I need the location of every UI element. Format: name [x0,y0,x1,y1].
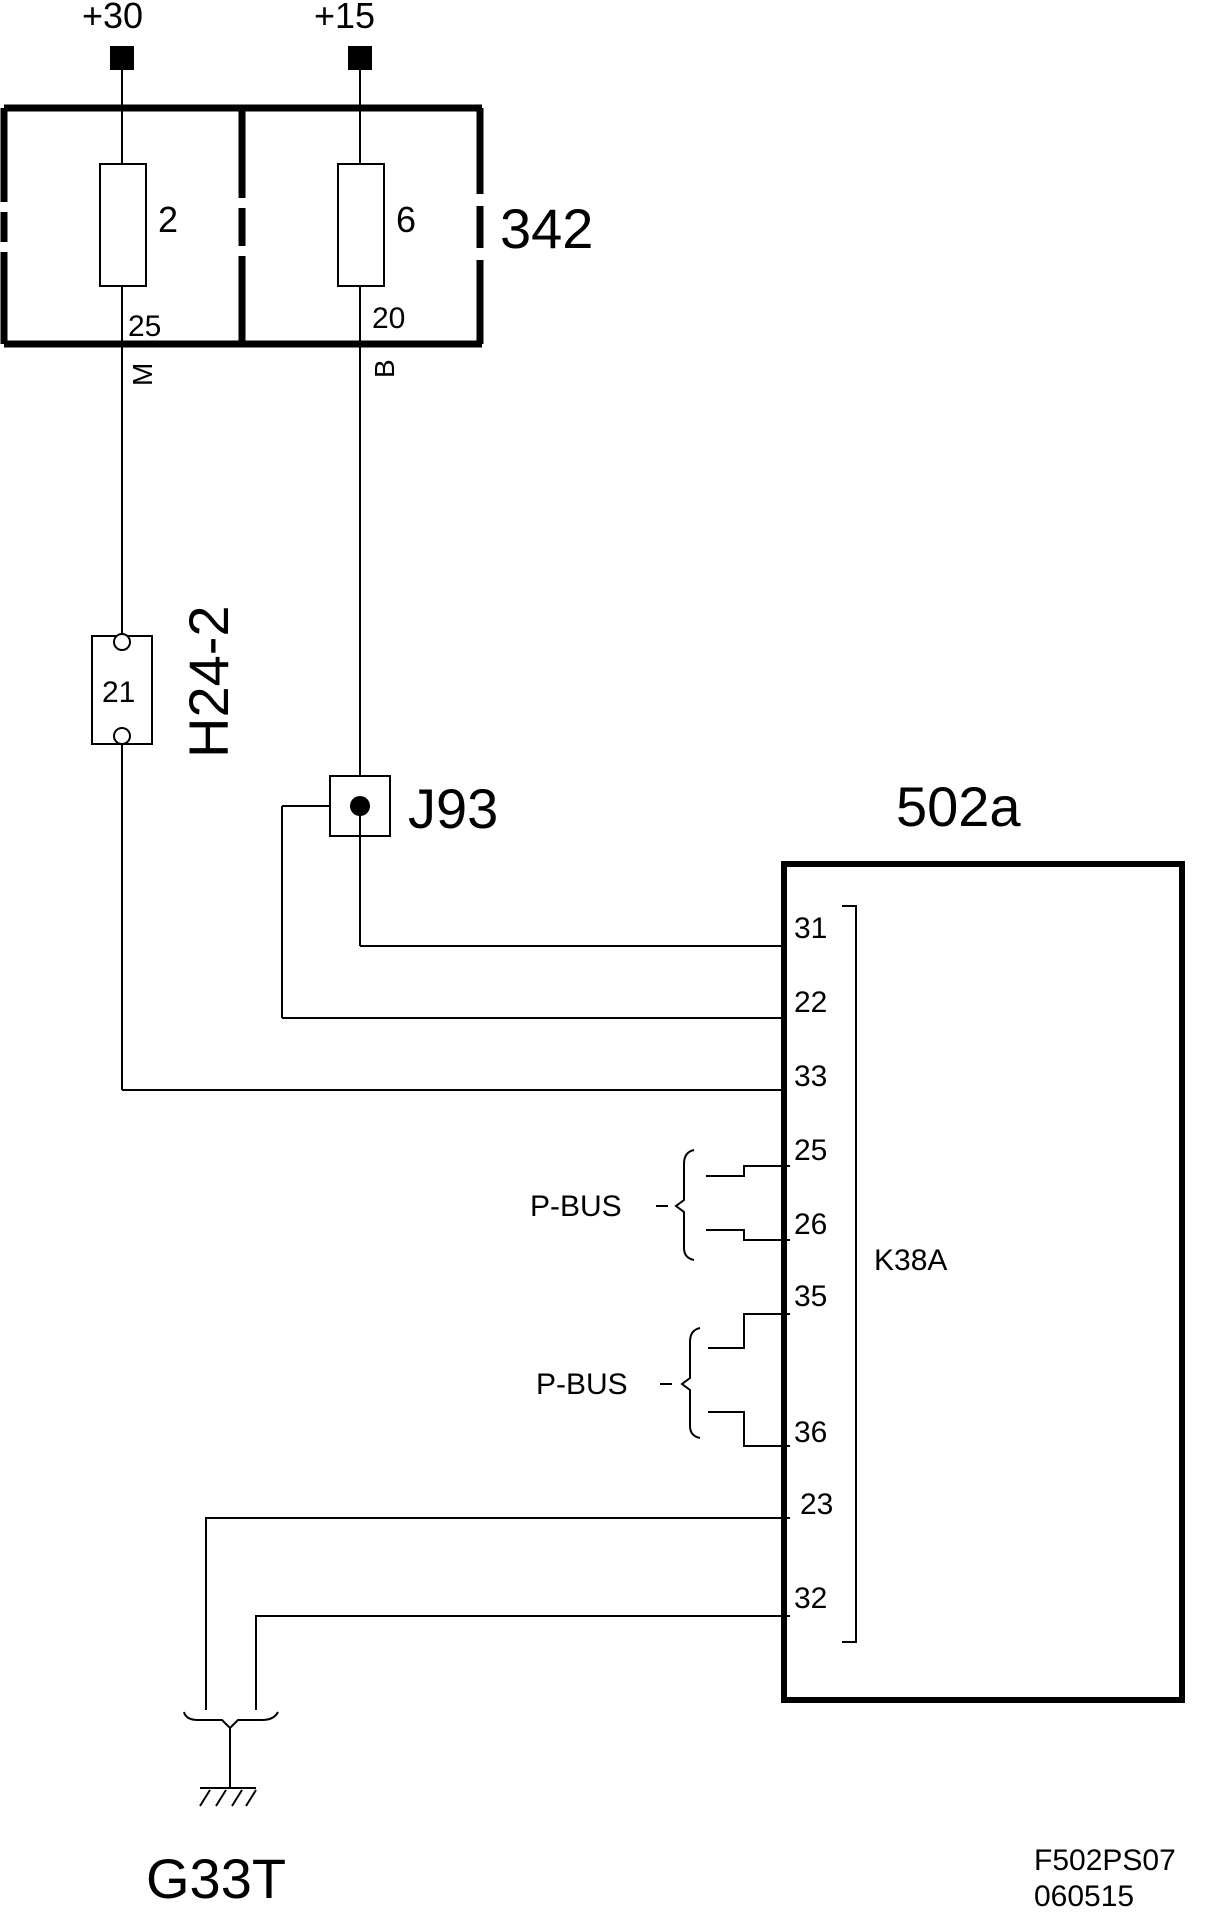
connector-pin-top [113,633,131,651]
wire-32 [255,1615,790,1710]
pin-31: 31 [794,912,827,945]
fuse-right-number: 6 [396,199,416,240]
supply-plus30-label: +30 [82,0,143,36]
supply-plus30-terminal [110,46,134,70]
pin-35: 35 [794,1280,827,1313]
drawing-date: 060515 [1034,1880,1134,1913]
connector-h24-2 [91,635,153,745]
supply-plus15-terminal [348,46,372,70]
pin-36: 36 [794,1416,827,1449]
ground-id: G33T [146,1847,286,1910]
pin-26: 26 [794,1208,827,1241]
p-bus-2-wires [660,1313,790,1447]
wire-23 [205,1517,790,1710]
connector-pin-bottom [113,727,131,745]
connector-k38a-label: K38A [874,1244,947,1277]
p-bus-label-2: P-BUS [536,1368,628,1401]
junction-id: J93 [408,777,498,840]
fuse-box-342 [0,104,484,348]
drawing-code: F502PS07 [1034,1844,1176,1877]
fuse-left-pin: 25 [128,310,161,343]
pin-23: 23 [800,1488,833,1521]
fuse-left-number: 2 [158,199,178,240]
fuse-6 [337,163,385,287]
supply-plus15-label: +15 [314,0,375,36]
connector-h24-id: H24-2 [177,605,240,758]
connector-h24-pin: 21 [102,676,135,709]
wire-color-left: M [127,363,158,386]
p-bus-label-1: P-BUS [530,1190,622,1223]
ground-symbol [183,1711,279,1807]
control-module-502a [781,861,1185,1703]
p-bus-1-wires [656,1149,790,1261]
pin-32: 32 [794,1582,827,1615]
fuse-2 [99,163,147,287]
wire-color-right: B [369,359,400,378]
connector-k38a-bracket [842,905,857,1643]
pin-22: 22 [794,986,827,1019]
fuse-right-pin: 20 [372,302,405,335]
module-id: 502a [896,775,1021,838]
fuse-box-id: 342 [500,197,593,260]
pin-25: 25 [794,1134,827,1167]
pin-33: 33 [794,1060,827,1093]
